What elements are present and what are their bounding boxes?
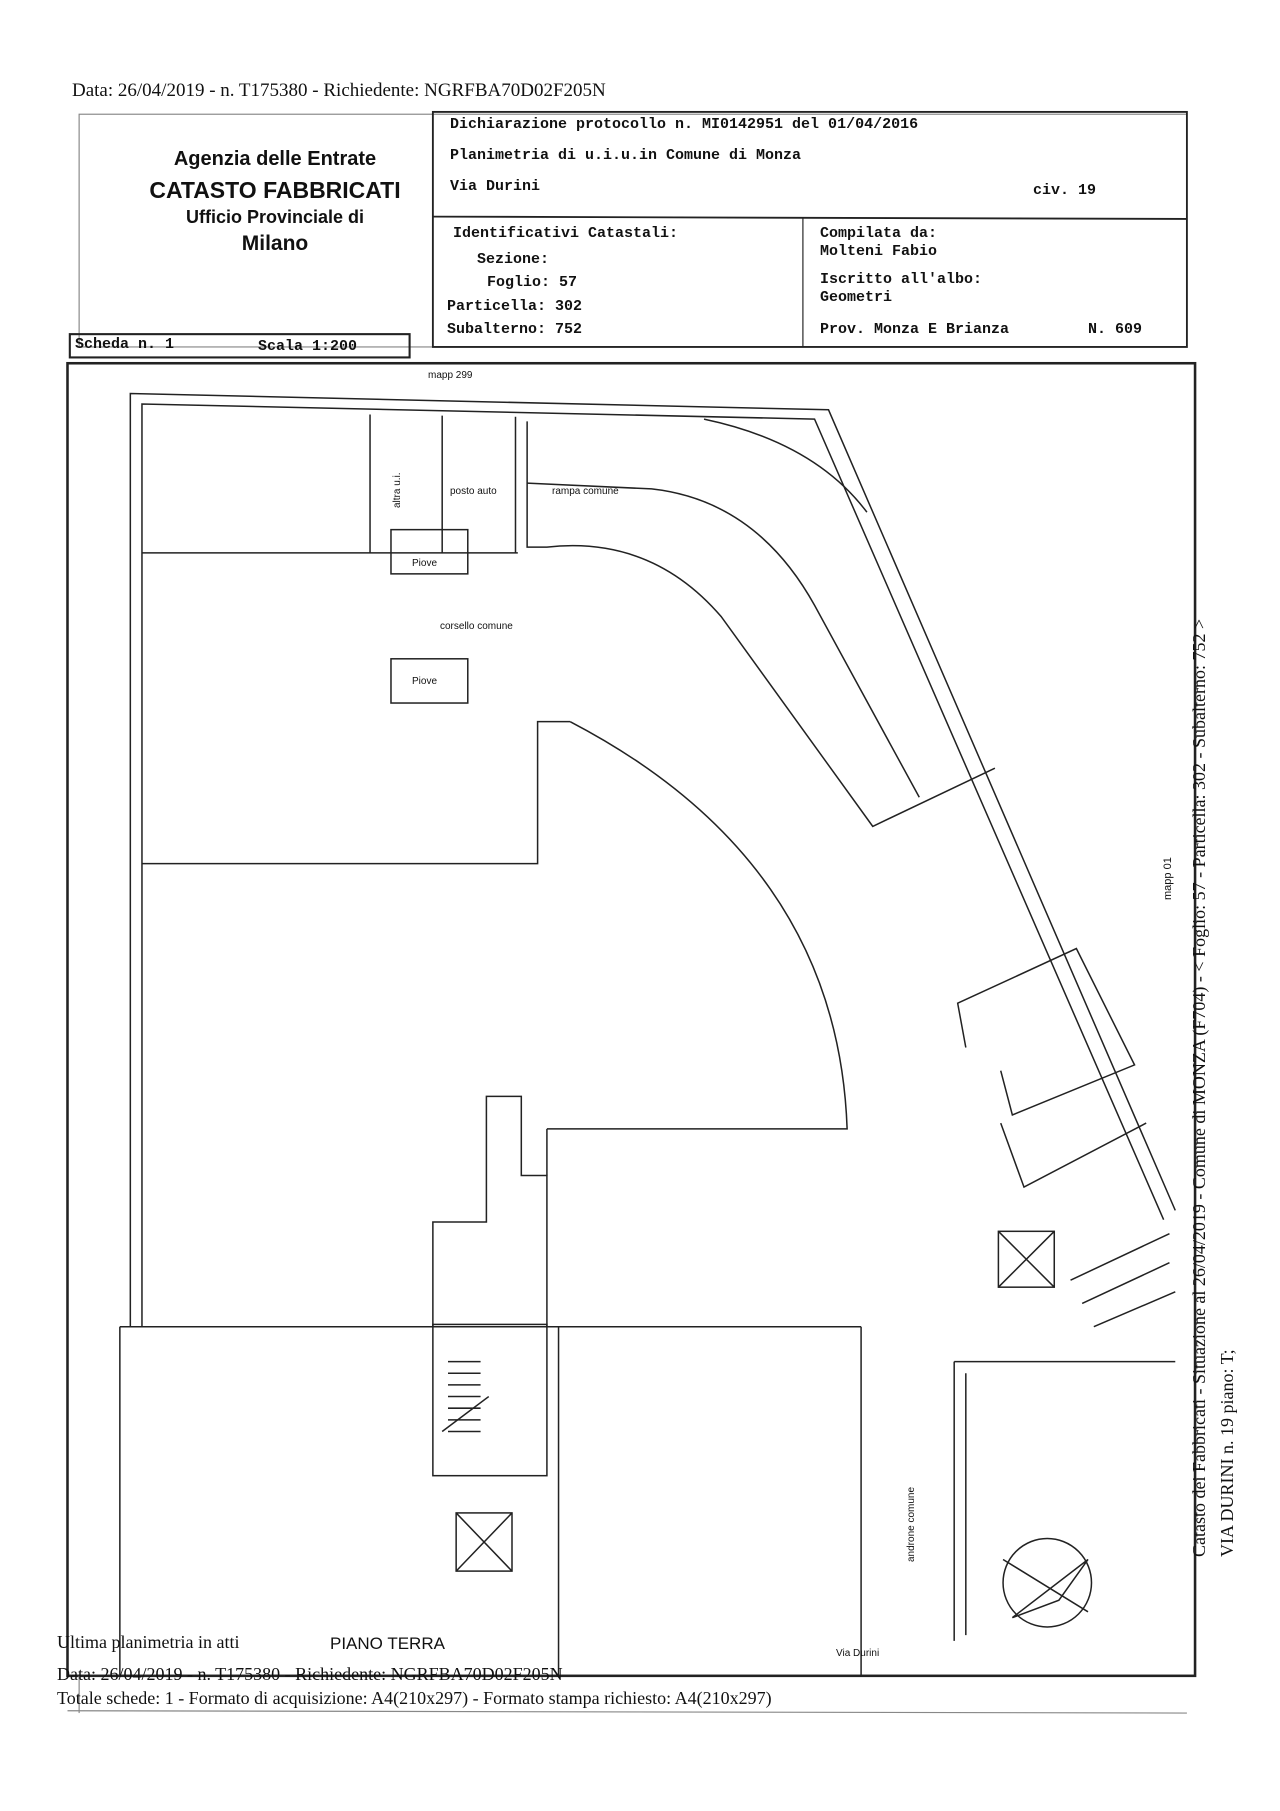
ids-title: Identificativi Catastali: (453, 225, 679, 242)
plan-line: Planimetria di u.i.u.in Comune di Monza (450, 147, 802, 164)
compiler-label: Compilata da: (820, 225, 938, 242)
header-request-line: Data: 26/04/2019 - n. T175380 - Richiede… (72, 80, 606, 101)
label-piano-terra: PIANO TERRA (330, 1634, 445, 1653)
footer-ultima: Ultima planimetria in atti (57, 1632, 240, 1652)
label-rampa: rampa comune (552, 486, 619, 497)
label-piove-2: Piove (412, 676, 438, 687)
sezione: Sezione: (477, 251, 550, 268)
scale: Scala 1:200 (258, 338, 358, 355)
foglio: Foglio: 57 (487, 274, 578, 291)
province: Prov. Monza E Brianza (820, 321, 1010, 338)
label-androne: androne comune (906, 1486, 917, 1562)
albo: Geometri (820, 289, 893, 306)
street: Via Durini (450, 178, 541, 195)
label-corsello: corsello comune (440, 621, 513, 632)
albo-label: Iscritto all'albo: (820, 271, 983, 288)
albo-number: N. 609 (1088, 321, 1143, 338)
catasto-title: CATASTO FABBRICATI (149, 177, 401, 203)
agency-block: Agenzia delle Entrate CATASTO FABBRICATI… (100, 148, 450, 256)
footer-totale: Totale schede: 1 - Formato di acquisizio… (57, 1688, 772, 1708)
ufficio-label: Ufficio Provinciale di (185, 207, 365, 228)
label-mapp: mapp 299 (428, 370, 473, 381)
ufficio-city: Milano (241, 232, 309, 256)
footer-data: Data: 26/04/2019 - n. T175380 - Richiede… (57, 1664, 563, 1684)
label-via-durini: Via Durini (836, 1648, 880, 1659)
civic-number: civ. 19 (1033, 182, 1097, 199)
side-address-text: VIA DURINI n. 19 piano: T; (1217, 1349, 1237, 1557)
agency-name: Agenzia delle Entrate (173, 148, 377, 170)
particella: Particella: 302 (447, 298, 583, 315)
scheda-number: Scheda n. 1 (75, 336, 175, 353)
label-piove-1: Piove (412, 558, 438, 569)
label-posto-auto: posto auto (450, 486, 497, 497)
label-mapp-01: mapp 01 (1162, 857, 1174, 900)
subalterno: Subalterno: 752 (447, 321, 583, 338)
compiler-name: Molteni Fabio (820, 243, 938, 260)
side-situation-text: Catasto dei Fabbricati - Situazione al 2… (1189, 618, 1209, 1557)
label-altra-ui: altra u.i. (392, 472, 403, 508)
protocol-line: Dichiarazione protocollo n. MI0142951 de… (450, 116, 919, 133)
